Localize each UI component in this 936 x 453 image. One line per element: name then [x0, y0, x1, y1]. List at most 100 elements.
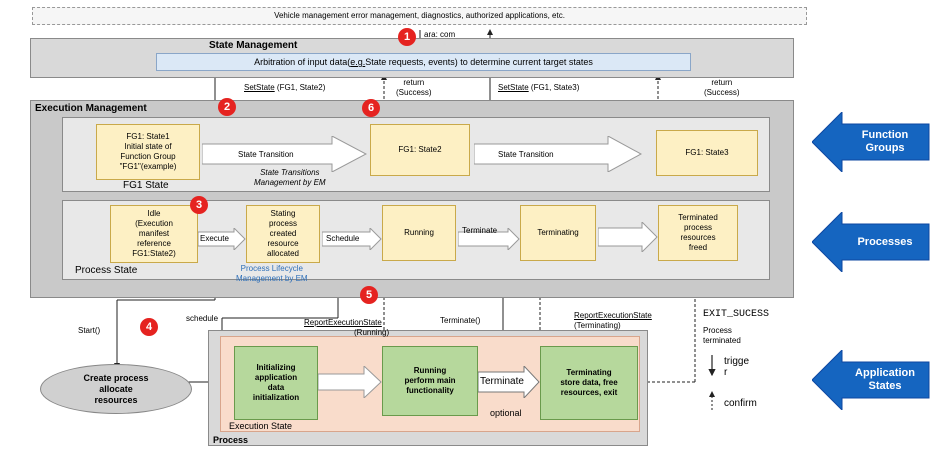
- fg1-state1-l1: FG1: State1: [126, 132, 170, 141]
- terminating-box: Terminating: [520, 205, 596, 261]
- create-l3: resources: [94, 394, 138, 405]
- function-groups-arrow: [812, 112, 930, 172]
- init-l4: initialization: [252, 393, 300, 402]
- stating-l3: created: [269, 229, 297, 238]
- idle-l5: FG1:State2): [132, 249, 176, 258]
- running-exec-box: Running perform main functionality: [382, 346, 478, 416]
- fg1-state1-l3: Function Group: [120, 152, 176, 161]
- setstate-fn-1: SetState: [244, 83, 275, 92]
- execute-label: Execute: [200, 234, 229, 243]
- running-exec-l2: perform main: [404, 376, 456, 385]
- step-badge-2: 2: [218, 98, 236, 116]
- function-groups-label: Function Groups: [842, 126, 928, 158]
- as-label-l2: States: [868, 380, 902, 392]
- idle-box: Idle (Execution manifest reference FG1:S…: [110, 205, 198, 263]
- idle-l1: Idle: [147, 209, 161, 218]
- process-label: Process: [213, 435, 249, 445]
- report-running-fn: ReportExecutionState: [304, 318, 382, 327]
- return-label-1: return (Success): [396, 78, 432, 98]
- step-badge-6: 6: [362, 99, 380, 117]
- lifecycle-caption: Process Lifecycle Management by EM: [236, 264, 308, 284]
- exit-success-label: EXIT_SUCESS: [703, 309, 770, 320]
- start-label: Start(): [78, 326, 101, 335]
- stating-box: Stating process created resource allocat…: [246, 205, 320, 263]
- terminated-l4: freed: [688, 243, 708, 252]
- fg-label-l2: Groups: [865, 142, 905, 154]
- as-label-l1: Application: [855, 367, 915, 379]
- application-states-arrow: [812, 350, 930, 410]
- fg1-state1-l4: "FG1"(example): [119, 162, 177, 171]
- proc-term-l1: Process: [703, 326, 732, 335]
- transition-arrow-2: [474, 136, 642, 172]
- report-terminating-label: ReportExecutionState (Terminating): [574, 311, 652, 331]
- terminated-box: Terminated process resources freed: [658, 205, 738, 261]
- create-process-ellipse: Create process allocate resources: [40, 364, 192, 414]
- process-state-label: Process State: [75, 265, 138, 276]
- processes-arrow: [812, 212, 930, 272]
- init-l2: application: [254, 373, 298, 382]
- setstate-label-2: SetState (FG1, State3): [498, 83, 579, 93]
- terminating-exec-box: Terminating store data, free resources, …: [540, 346, 638, 420]
- schedule-label: Schedule: [326, 234, 360, 243]
- init-to-running-arrow: [318, 366, 382, 398]
- terminated-l2: process: [683, 223, 712, 232]
- proc-term-l2: terminated: [703, 336, 741, 345]
- stating-l2: process: [268, 219, 297, 228]
- state-transition-caption: State Transitions Management by EM: [254, 168, 326, 188]
- optional-label: optional: [490, 408, 522, 418]
- terminated-arrow: [598, 222, 658, 252]
- report-running-arg: (Running): [354, 328, 390, 337]
- return-1-line2: (Success): [396, 88, 432, 97]
- idle-l3: manifest: [138, 229, 170, 238]
- execute-arrow: [198, 228, 246, 250]
- fg-label-l1: Function: [861, 129, 909, 141]
- fg1-state1-box: FG1: State1 Initial state of Function Gr…: [96, 124, 200, 180]
- report-terminating-fn: ReportExecutionState: [574, 311, 652, 320]
- report-running-label: ReportExecutionState (Running): [304, 318, 389, 338]
- return-label-2: return (Success): [704, 78, 740, 98]
- schedule-arrow: [322, 228, 382, 250]
- fg1-state2-box: FG1: State2: [370, 124, 470, 176]
- application-states-label: Application States: [842, 364, 928, 396]
- arbitration-prefix: Arbitration of input data(: [254, 57, 351, 67]
- arbitration-eg: e.g.: [350, 57, 366, 67]
- state-management-title: State Management: [209, 40, 298, 51]
- return-1-line1: return: [403, 78, 425, 87]
- running-exec-l1: Running: [413, 366, 447, 375]
- stating-l4: resource: [267, 239, 299, 248]
- terminated-l1: Terminated: [678, 213, 718, 222]
- top-banner: Vehicle management error management, dia…: [32, 7, 807, 25]
- initializing-box: Initializing application data initializa…: [234, 346, 318, 420]
- fg1-state-label: FG1 State: [123, 180, 169, 191]
- return-2-line2: (Success): [704, 88, 740, 97]
- lifecycle-l2: Management by EM: [236, 274, 308, 283]
- step-badge-3: 3: [190, 196, 208, 214]
- running-box: Running: [382, 205, 456, 261]
- step-badge-4: 4: [140, 318, 158, 336]
- execution-state-label: Execution State: [229, 421, 293, 431]
- create-l2: allocate: [99, 383, 133, 394]
- state-management-panel: State Management Arbitration of input da…: [30, 38, 794, 78]
- terminating-exec-l1: Terminating: [566, 368, 612, 377]
- arbitration-suffix: State requests, events) to determine cur…: [365, 57, 593, 67]
- terminate-arrow: [458, 228, 520, 250]
- confirm-legend: confirm: [724, 398, 757, 409]
- setstate-label-1: SetState (FG1, State2): [244, 83, 325, 93]
- lifecycle-l1: Process Lifecycle: [240, 264, 303, 273]
- execution-management-title: Execution Management: [35, 103, 147, 114]
- init-l1: Initializing: [256, 363, 296, 372]
- stating-l1: Stating: [270, 209, 296, 218]
- idle-l2: (Execution: [135, 219, 173, 228]
- transition-label-1: State Transition: [238, 150, 294, 159]
- arbitration-box: Arbitration of input data(e.g. State req…: [156, 53, 691, 71]
- terminating-exec-l2: store data, free: [560, 378, 618, 387]
- terminate-label: Terminate: [462, 226, 498, 235]
- terminate-call-label: Terminate(): [440, 316, 481, 325]
- fg1-state1-l2: Initial state of: [124, 142, 172, 151]
- trigger-l2: r: [724, 367, 728, 378]
- terminated-l3: resources: [680, 233, 716, 242]
- running-exec-l3: functionality: [406, 386, 454, 395]
- trigger-l1: trigge: [724, 356, 750, 367]
- create-l1: Create process: [83, 372, 149, 383]
- stating-l5: allocated: [266, 249, 300, 258]
